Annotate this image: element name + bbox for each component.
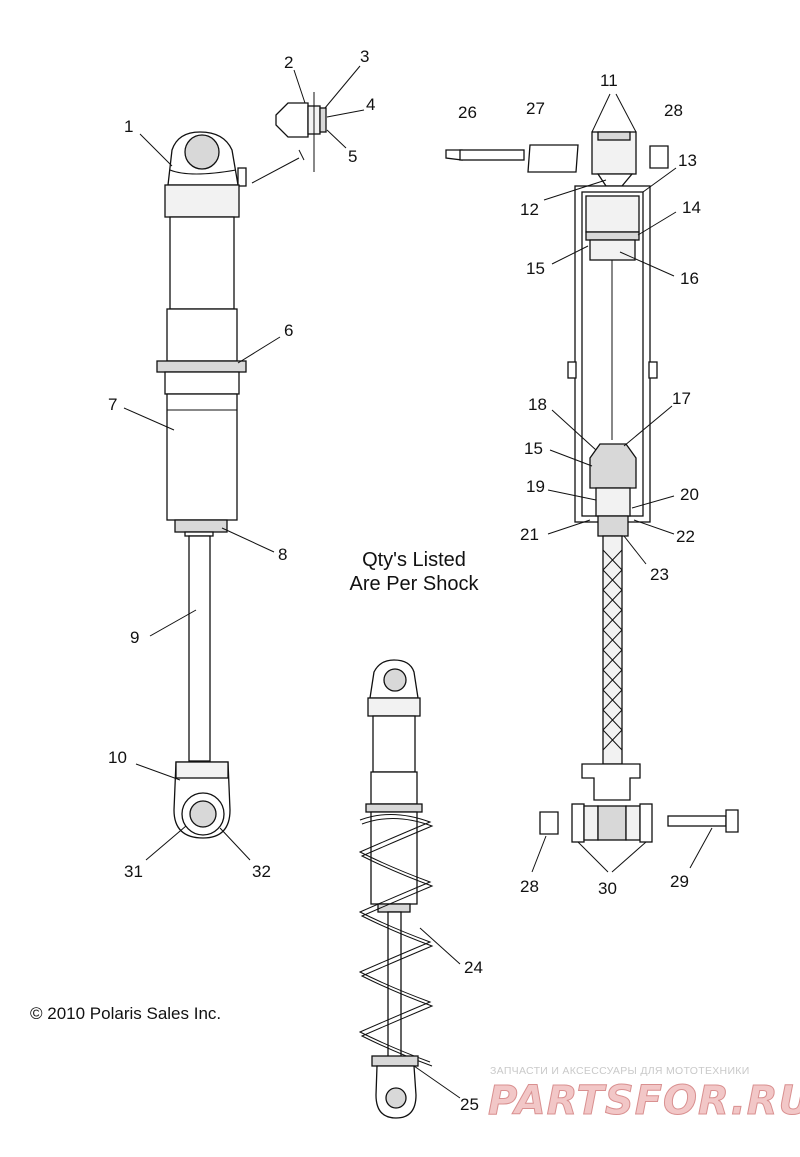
middle-shock-assembly	[358, 659, 434, 1119]
right-shock-section	[445, 131, 739, 843]
quantity-note-line1: Qty's Listed	[362, 549, 466, 571]
callout-11: 11	[600, 71, 618, 90]
callout-8: 8	[278, 545, 287, 564]
callout-28-top: 28	[664, 101, 683, 120]
left-shock-assembly	[156, 131, 247, 839]
leader-lines	[123, 65, 713, 1099]
callout-26: 26	[458, 103, 477, 122]
callout-10: 10	[108, 748, 127, 767]
callout-4: 4	[366, 95, 375, 114]
callout-29: 29	[670, 872, 689, 891]
callout-2: 2	[284, 53, 293, 72]
callout-16: 16	[680, 269, 699, 288]
quantity-note-line2: Are Per Shock	[350, 573, 480, 595]
callout-13: 13	[678, 151, 697, 170]
callout-20: 20	[680, 485, 699, 504]
valve-cap-assembly	[251, 92, 327, 184]
callout-5: 5	[348, 147, 357, 166]
callout-25: 25	[460, 1095, 479, 1114]
callout-6: 6	[284, 321, 293, 340]
callout-7: 7	[108, 395, 117, 414]
callout-3: 3	[360, 47, 369, 66]
callout-15-mid: 15	[524, 439, 543, 458]
callout-19: 19	[526, 477, 545, 496]
callout-23: 23	[650, 565, 669, 584]
callout-14: 14	[682, 198, 701, 217]
callout-9: 9	[130, 628, 139, 647]
callout-30: 30	[598, 879, 617, 898]
callout-1: 1	[124, 117, 133, 136]
watermark-brand: PARTSFOR.RU	[488, 1078, 800, 1124]
callout-28-bottom: 28	[520, 877, 539, 896]
callout-21: 21	[520, 525, 539, 544]
copyright-text: © 2010 Polaris Sales Inc.	[30, 1004, 221, 1023]
callout-15-top: 15	[526, 259, 545, 278]
callout-labels: 1 2 3 4 5 6 7 8 9 10 31 32 11 26 27 28 1…	[108, 47, 701, 1114]
callout-32: 32	[252, 862, 271, 881]
watermark-tagline: ЗАПЧАСТИ И АКСЕССУАРЫ ДЛЯ МОТОТЕХНИКИ	[490, 1065, 750, 1077]
callout-27: 27	[526, 99, 545, 118]
callout-22: 22	[676, 527, 695, 546]
callout-31: 31	[124, 862, 143, 881]
callout-24: 24	[464, 958, 483, 977]
callout-18: 18	[528, 395, 547, 414]
callout-17: 17	[672, 389, 691, 408]
callout-12: 12	[520, 200, 539, 219]
